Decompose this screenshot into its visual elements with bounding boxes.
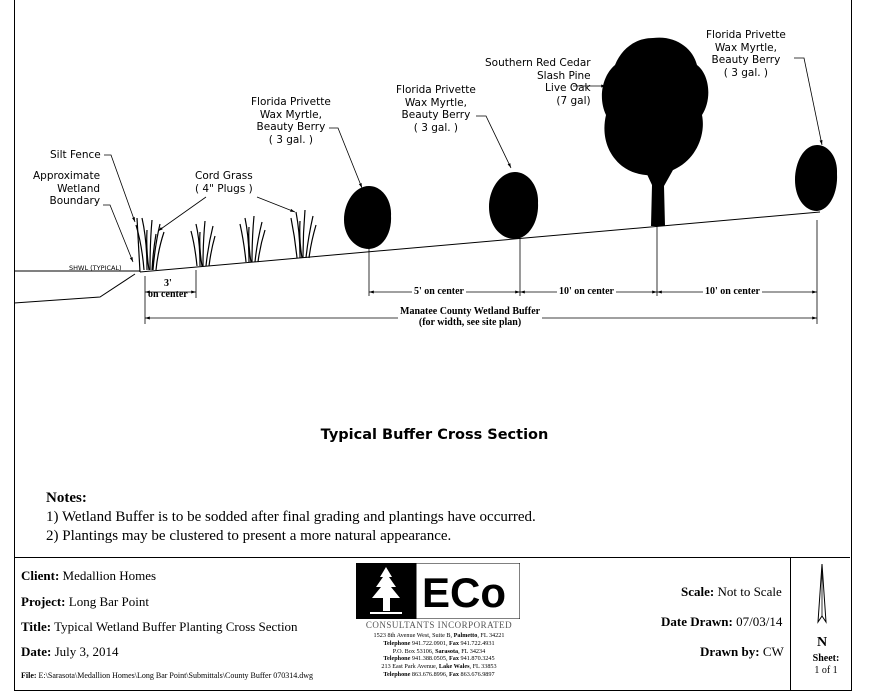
date-drawn-field: Date Drawn: 07/03/14: [661, 614, 783, 629]
address-line: 1523 8th Avenue West, Suite B, Palmetto,…: [373, 632, 505, 639]
dim-5ft: 5' on center: [412, 286, 466, 297]
drawing-frame: [14, 0, 852, 691]
cord-grass-label: Cord Grass ( 4" Plugs ): [195, 170, 253, 195]
eco-logo: ECo: [356, 563, 520, 619]
address-line: Telephone 941.722.0901, Fax 941.722.4931: [383, 639, 495, 647]
divider: [790, 558, 791, 691]
shrub-3-label: Florida Privette Wax Myrtle, Beauty Berr…: [706, 29, 786, 79]
address-line: 213 East Park Avenue, Lake Wales, FL 338…: [381, 663, 497, 671]
address-line: P.O. Box 53106, Sarasota, FL 34234: [392, 647, 486, 655]
cord-grass-plug: [190, 220, 216, 267]
pine-tree-icon: [370, 567, 402, 614]
north-arrow-icon: N: [817, 563, 827, 650]
grass-spacing-dim: 3' on center: [148, 278, 188, 300]
date-field: Date: July 3, 2014: [21, 644, 119, 659]
tree: [601, 37, 709, 296]
silt-fence: [136, 217, 141, 273]
shrub-2: [489, 172, 539, 296]
address-line: Telephone 863.676.8996, Fax 863.676.9897: [383, 670, 495, 678]
shrub-3: [795, 145, 838, 296]
address-line: Telephone 941.388.0505, Fax 941.870.3245: [383, 655, 495, 663]
drawn-by-field: Drawn by: CW: [700, 644, 784, 659]
scale-field: Scale: Not to Scale: [681, 584, 782, 599]
cord-grass-plug: [135, 217, 165, 271]
cord-grass-plug: [290, 209, 317, 259]
project-field: Project: Long Bar Point: [21, 594, 149, 609]
north-label: N: [817, 635, 827, 650]
file-path: File: E:\Sarasota\Medallion Homes\Long B…: [21, 671, 314, 680]
shrub-2-label: Florida Privette Wax Myrtle, Beauty Berr…: [396, 84, 476, 134]
logo-text: ECo: [422, 569, 506, 616]
wetland-boundary-label: Approximate Wetland Boundary: [33, 170, 101, 207]
shrub-1: [344, 186, 392, 296]
consultants-name: CONSULTANTS INCORPORATED: [365, 620, 513, 630]
tree-label: Southern Red Cedar Slash Pine Live Oak (…: [485, 57, 591, 107]
note-item: 1) Wetland Buffer is to be sodded after …: [46, 509, 536, 525]
dim-10ft-a: 10' on center: [557, 286, 616, 297]
cord-grass-clumps: [135, 209, 317, 271]
notes-heading: Notes:: [46, 490, 87, 506]
dim-10ft-b: 10' on center: [703, 286, 762, 297]
leader-lines: [103, 57, 823, 263]
address-block: 1523 8th Avenue West, Suite B, Palmetto,…: [339, 632, 539, 679]
section-title: Typical Buffer Cross Section: [320, 427, 549, 443]
cord-grass-plug: [239, 215, 266, 263]
title-field: Title: Typical Wetland Buffer Planting C…: [21, 619, 298, 634]
client-field: Client: Medallion Homes: [21, 568, 157, 583]
buffer-dim: Manatee County Wetland Buffer (for width…: [398, 306, 543, 328]
shwl-label: SHWL (TYPICAL): [69, 264, 122, 272]
silt-fence-label: Silt Fence: [50, 149, 101, 161]
shrub-1-label: Florida Privette Wax Myrtle, Beauty Berr…: [251, 96, 331, 146]
title-block: Client: Medallion Homes Project: Long Ba…: [14, 557, 850, 691]
note-item: 2) Plantings may be clustered to present…: [46, 528, 452, 544]
sheet-field: Sheet: 1 of 1: [812, 653, 840, 676]
ground-line: [13, 211, 821, 304]
notes: Notes: 1) Wetland Buffer is to be sodded…: [46, 489, 536, 546]
